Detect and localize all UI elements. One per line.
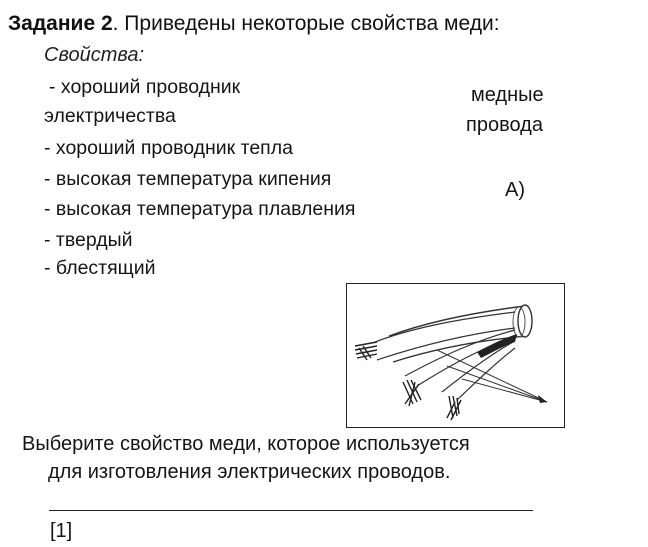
copper-wires-figure (346, 283, 565, 428)
property-item: - высокая температура плавления (44, 198, 356, 220)
marks-label: [1] (50, 520, 73, 542)
question-line2: для изготовления электрических проводов. (48, 461, 451, 483)
property-item: - твердый (44, 229, 133, 251)
task-text: . Приведены некоторые свойства меди: (112, 12, 500, 35)
property-item: - высокая температура кипения (44, 168, 332, 190)
side-label-line2: провода (466, 114, 543, 136)
property-item: - хороший проводник (49, 76, 241, 98)
copper-wires-icon (354, 304, 548, 421)
question-line1: Выберите свойство меди, которое использу… (22, 433, 470, 455)
task-title: Задание 2. Приведены некоторые свойства … (8, 13, 500, 34)
side-label-line1: медные (471, 84, 544, 106)
property-item: электричества (44, 105, 176, 127)
property-item: - блестящий (44, 257, 156, 279)
answer-letter: А) (505, 179, 525, 201)
properties-heading: Свойства: (44, 44, 145, 66)
task-number: Задание 2 (8, 12, 113, 35)
property-item: - хороший проводник тепла (44, 137, 293, 159)
answer-line[interactable] (49, 510, 533, 511)
